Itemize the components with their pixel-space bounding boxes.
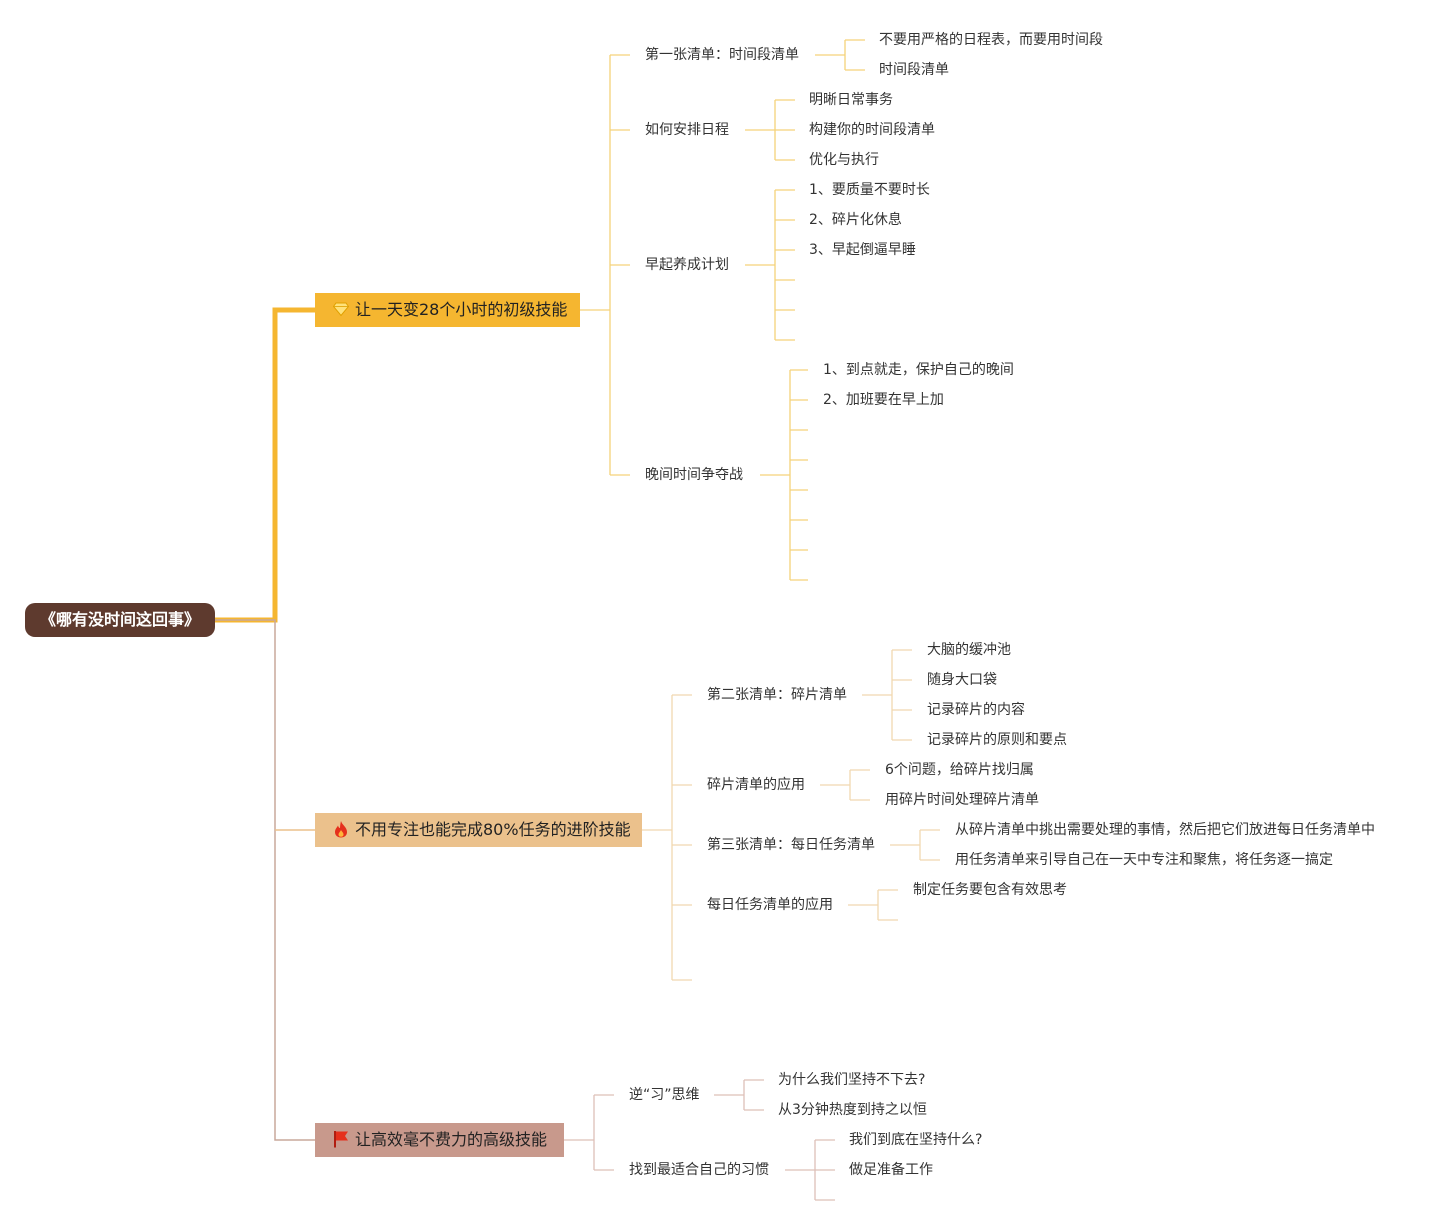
topic-node[interactable]: 早起养成计划 <box>645 257 729 273</box>
leaf-node[interactable]: 构建你的时间段清单 <box>809 122 935 138</box>
fire-icon <box>333 813 355 847</box>
branch-node-3[interactable]: 让高效毫不费力的高级技能 <box>315 1123 564 1157</box>
flag-icon <box>333 1123 355 1157</box>
leaf-node[interactable]: 时间段清单 <box>879 62 949 78</box>
leaf-node[interactable]: 2、碎片化休息 <box>809 212 902 228</box>
leaf-node[interactable]: 1、到点就走，保护自己的晚间 <box>823 362 1014 378</box>
branch-label-3: 让高效毫不费力的高级技能 <box>355 1130 548 1149</box>
topic-node[interactable]: 碎片清单的应用 <box>707 777 805 793</box>
leaf-node[interactable]: 我们到底在坚持什么? <box>849 1132 983 1148</box>
connectors-branch2 <box>642 649 940 981</box>
topic-node[interactable]: 晚间时间争夺战 <box>645 467 743 483</box>
leaf-node[interactable]: 大脑的缓冲池 <box>927 642 1011 658</box>
topic-node[interactable]: 逆“习”思维 <box>629 1087 700 1103</box>
leaf-node[interactable]: 做足准备工作 <box>849 1162 933 1178</box>
connectors-branch1 <box>580 39 865 581</box>
topic-node[interactable]: 第二张清单：碎片清单 <box>707 687 847 703</box>
connector-root-branch3 <box>215 619 315 1141</box>
branch-node-1[interactable]: 让一天变28个小时的初级技能 <box>315 293 580 327</box>
leaf-node[interactable]: 记录碎片的内容 <box>927 702 1025 718</box>
leaf-node[interactable]: 为什么我们坚持不下去? <box>778 1072 926 1088</box>
leaf-node[interactable]: 3、早起倒逼早睡 <box>809 242 916 258</box>
branch-label-2: 不用专注也能完成80%任务的进阶技能 <box>355 820 631 839</box>
leaf-node[interactable]: 明晰日常事务 <box>809 92 893 108</box>
leaf-node[interactable]: 用碎片时间处理碎片清单 <box>885 792 1039 808</box>
connectors-branch3 <box>564 1079 835 1201</box>
leaf-node[interactable]: 记录碎片的原则和要点 <box>927 732 1067 748</box>
leaf-node[interactable]: 用任务清单来引导自己在一天中专注和聚焦，将任务逐一搞定 <box>955 852 1333 868</box>
topic-node[interactable]: 找到最适合自己的习惯 <box>629 1162 769 1178</box>
leaf-node[interactable]: 制定任务要包含有效思考 <box>913 882 1067 898</box>
leaf-node[interactable]: 从3分钟热度到持之以恒 <box>778 1102 927 1118</box>
leaf-node[interactable]: 随身大口袋 <box>927 672 997 688</box>
root-node[interactable]: 《哪有没时间这回事》 <box>25 603 215 637</box>
diamond-icon <box>332 293 355 327</box>
leaf-node[interactable]: 优化与执行 <box>809 152 879 168</box>
topic-node[interactable]: 每日任务清单的应用 <box>707 897 833 913</box>
topic-node[interactable]: 第一张清单：时间段清单 <box>645 47 799 63</box>
connector-root-branch1 <box>215 307 315 623</box>
topic-node[interactable]: 第三张清单：每日任务清单 <box>707 837 875 853</box>
leaf-node[interactable]: 6个问题，给碎片找归属 <box>885 762 1034 778</box>
leaf-node[interactable]: 从碎片清单中挑出需要处理的事情，然后把它们放进每日任务清单中 <box>955 822 1375 838</box>
leaf-node[interactable]: 1、要质量不要时长 <box>809 182 930 198</box>
root-label: 《哪有没时间这回事》 <box>39 610 200 629</box>
leaf-node[interactable]: 2、加班要在早上加 <box>823 392 944 408</box>
branch-node-2[interactable]: 不用专注也能完成80%任务的进阶技能 <box>315 813 642 847</box>
leaf-node[interactable]: 不要用严格的日程表，而要用时间段 <box>879 32 1103 48</box>
branch-label-1: 让一天变28个小时的初级技能 <box>355 300 568 319</box>
topic-node[interactable]: 如何安排日程 <box>645 122 729 138</box>
